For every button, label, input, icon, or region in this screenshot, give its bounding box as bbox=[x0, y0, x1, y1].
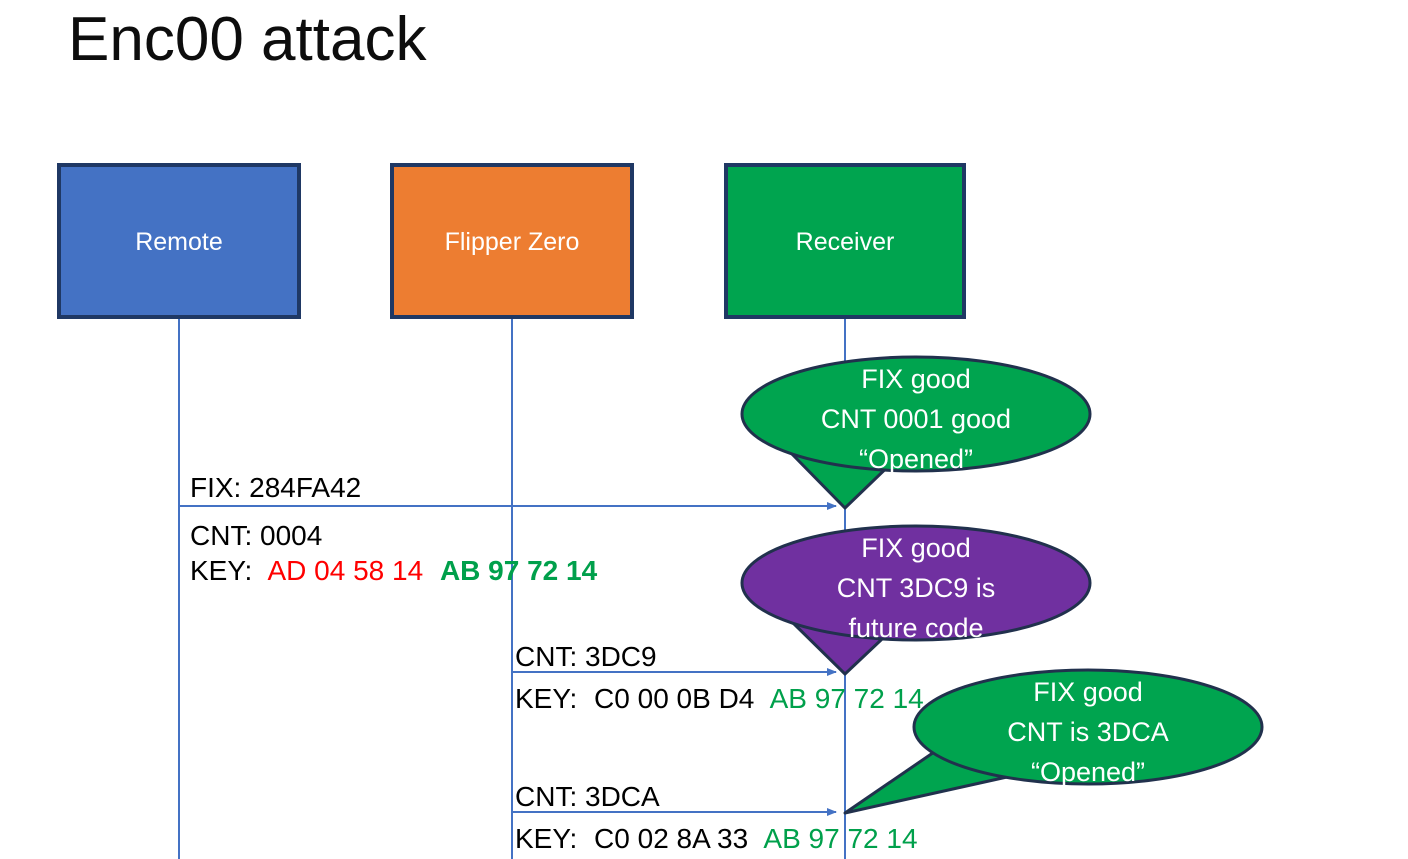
message-2-key-label: KEY: bbox=[515, 683, 577, 714]
message-1-key-segment-1: AD 04 58 14 bbox=[268, 555, 424, 586]
message-3-line-1: CNT: 3DCA bbox=[515, 781, 660, 812]
message-1-line-1: FIX: 284FA42 bbox=[190, 472, 361, 503]
message-3[interactable]: CNT: 3DCA KEY: C0 02 8A 33 AB 97 72 14 bbox=[512, 781, 918, 854]
message-3-key-label: KEY: bbox=[515, 823, 577, 854]
actor-box-flipper-rect bbox=[390, 163, 634, 319]
callout-3-line-2: CNT is 3DCA bbox=[1007, 717, 1169, 747]
message-2-key-segment-1: C0 00 0B D4 bbox=[594, 683, 754, 714]
callout-3[interactable]: FIX good CNT is 3DCA “Opened” bbox=[843, 668, 1264, 815]
callout-1[interactable]: FIX good CNT 0001 good “Opened” bbox=[740, 355, 1092, 510]
message-2-key-line: KEY: C0 00 0B D4 AB 97 72 14 bbox=[515, 683, 924, 714]
actor-label-receiver: Receiver bbox=[796, 228, 895, 256]
actor-box-receiver[interactable]: Receiver bbox=[724, 163, 966, 319]
message-1-line-2: CNT: 0004 bbox=[190, 520, 322, 551]
actor-box-flipper[interactable]: Flipper Zero bbox=[390, 163, 634, 319]
actor-box-remote[interactable]: Remote bbox=[57, 163, 301, 319]
message-3-key-segment-1: C0 02 8A 33 bbox=[594, 823, 748, 854]
callout-1-line-1: FIX good bbox=[861, 364, 971, 394]
callout-1-line-3: “Opened” bbox=[859, 444, 973, 474]
message-2-key-segment-2: AB 97 72 14 bbox=[770, 683, 924, 714]
callout-3-line-1: FIX good bbox=[1033, 677, 1143, 707]
message-1-key-line: KEY: AD 04 58 14 AB 97 72 14 bbox=[190, 555, 598, 586]
actor-label-flipper: Flipper Zero bbox=[445, 228, 580, 256]
message-1[interactable]: FIX: 284FA42 CNT: 0004 KEY: AD 04 58 14 … bbox=[179, 472, 837, 586]
callout-1-line-2: CNT 0001 good bbox=[821, 404, 1011, 434]
callout-2-line-3: future code bbox=[848, 613, 983, 643]
message-3-key-segment-2: AB 97 72 14 bbox=[763, 823, 917, 854]
callout-2-line-2: CNT 3DC9 is bbox=[837, 573, 996, 603]
message-2-line-1: CNT: 3DC9 bbox=[515, 641, 657, 672]
actor-box-remote-rect bbox=[57, 163, 301, 319]
callout-3-body bbox=[912, 668, 1264, 786]
page-title: Enc00 attack bbox=[68, 5, 427, 74]
actor-box-receiver-rect bbox=[724, 163, 966, 319]
message-3-key-line: KEY: C0 02 8A 33 AB 97 72 14 bbox=[515, 823, 918, 854]
message-2[interactable]: CNT: 3DC9 KEY: C0 00 0B D4 AB 97 72 14 bbox=[512, 641, 924, 714]
actor-label-remote: Remote bbox=[135, 228, 223, 256]
callout-2-line-1: FIX good bbox=[861, 533, 971, 563]
callout-3-line-3: “Opened” bbox=[1031, 757, 1145, 787]
message-1-key-label: KEY: bbox=[190, 555, 252, 586]
callout-2-body bbox=[740, 524, 1092, 642]
message-1-key-segment-2: AB 97 72 14 bbox=[440, 555, 598, 586]
callout-2[interactable]: FIX good CNT 3DC9 is future code bbox=[740, 524, 1092, 676]
callout-1-body bbox=[740, 355, 1092, 473]
